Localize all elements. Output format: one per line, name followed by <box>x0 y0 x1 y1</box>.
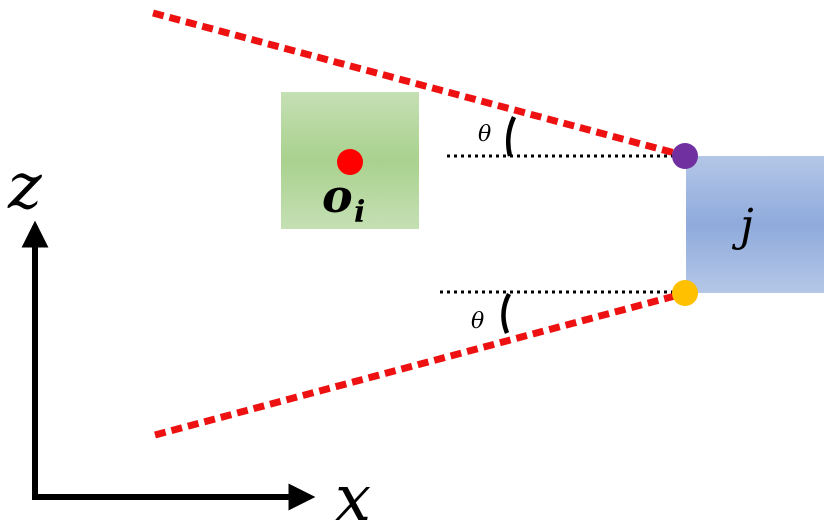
object-i-center-point <box>337 149 363 175</box>
object-j-box <box>686 156 824 293</box>
x-axis-label: x <box>335 462 371 532</box>
lower-corner-point <box>672 280 698 306</box>
object-i-label: o <box>322 169 353 223</box>
upper-ray <box>152 9 687 160</box>
upper-angle-label: θ <box>478 122 491 147</box>
lower-ray <box>154 289 687 439</box>
z-axis-label: z <box>7 150 43 224</box>
upper-angle-arc <box>505 116 517 157</box>
lower-angle-arc <box>501 292 512 334</box>
lower-angle-label: θ <box>471 309 484 334</box>
upper-corner-point <box>672 143 698 169</box>
object-i-subscript: i <box>354 195 365 230</box>
